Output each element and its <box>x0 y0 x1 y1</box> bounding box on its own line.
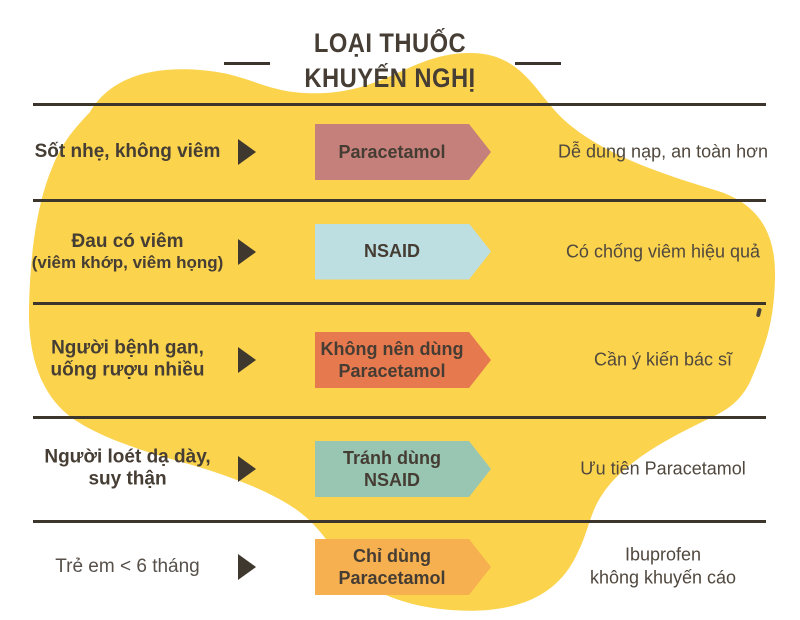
drug-tag-text: Tránh dùng NSAID <box>343 447 441 491</box>
recommendation-note: Ibuprofen không khuyến cáo <box>538 544 788 591</box>
table-row: Sốt nhẹ, không viêm Paracetamol Dễ dung … <box>0 104 800 200</box>
arrow-right-icon <box>238 554 256 580</box>
drug-tag-text: Chỉ dùng <box>353 545 431 566</box>
page-title-line2: KHUYẾN NGHỊ <box>304 63 476 93</box>
drug-tag: NSAID <box>315 223 491 280</box>
recommendation-note: Cần ý kiến bác sĩ <box>538 348 788 371</box>
condition-text: Người bệnh gan, <box>51 337 204 359</box>
note-text: Ưu tiên Paracetamol <box>580 458 746 479</box>
note-text2: không khuyến cáo <box>589 568 737 588</box>
arrow-right-icon <box>238 238 256 265</box>
page-title: LOẠI THUỐC KHUYẾN NGHỊ <box>258 26 522 96</box>
drug-tag-text: NSAID <box>363 241 420 262</box>
drug-tag: Chỉ dùng Paracetamol <box>315 539 491 595</box>
condition-label: Người loét dạ dày, suy thận <box>20 447 235 492</box>
condition-label: Người bệnh gan, uống rượu nhiều <box>20 338 235 383</box>
row-divider <box>33 302 766 305</box>
ink-speck <box>756 308 762 317</box>
condition-text: Đau có viêm <box>71 230 184 252</box>
note-text: Cần ý kiến bác sĩ <box>593 349 733 370</box>
condition-subtext: (viêm khớp, viêm họng) <box>31 252 224 272</box>
condition-label: Trẻ em < 6 tháng <box>20 556 235 578</box>
table-row: Người loét dạ dày, suy thận Tránh dùng N… <box>0 417 800 521</box>
drug-tag: Paracetamol <box>315 124 491 180</box>
blob-shape <box>28 52 776 611</box>
table-row: Trẻ em < 6 tháng Chỉ dùng Paracetamol Ib… <box>0 521 800 613</box>
condition-text2: suy thận <box>88 469 167 490</box>
row-divider <box>33 103 766 106</box>
page-title-line1: LOẠI THUỐC <box>313 28 467 58</box>
arrow-right-icon <box>238 347 256 373</box>
condition-text2: uống rượu nhiều <box>50 360 205 381</box>
arrow-right-icon <box>238 456 256 482</box>
condition-label: Đau có viêm (viêm khớp, viêm họng) <box>20 230 235 272</box>
recommendation-note: Dễ dung nạp, an toàn hơn <box>538 140 788 163</box>
note-text: Ibuprofen <box>624 544 702 565</box>
row-divider <box>33 199 766 202</box>
drug-tag-text: Paracetamol <box>338 141 446 162</box>
drug-tag: Tránh dùng NSAID <box>315 441 491 497</box>
drug-tag: Không nên dùng Paracetamol <box>315 332 491 388</box>
condition-text: Người loét dạ dày, <box>44 446 211 468</box>
title-dash-right <box>515 62 561 65</box>
condition-text: Trẻ em < 6 tháng <box>55 555 200 577</box>
recommendation-note: Có chống viêm hiệu quả <box>538 240 788 263</box>
recommendation-note: Ưu tiên Paracetamol <box>538 457 788 480</box>
drug-tag-text2: Paracetamol <box>338 568 446 588</box>
condition-text: Sốt nhẹ, không viêm <box>34 140 221 162</box>
title-dash-left <box>224 62 270 65</box>
table-row: Người bệnh gan, uống rượu nhiều Không nê… <box>0 303 800 417</box>
drug-tag-text2: Paracetamol <box>338 361 446 381</box>
row-divider <box>33 416 766 419</box>
table-row: Đau có viêm (viêm khớp, viêm họng) NSAID… <box>0 200 800 303</box>
note-text: Dễ dung nạp, an toàn hơn <box>558 141 768 162</box>
condition-label: Sốt nhẹ, không viêm <box>20 141 235 163</box>
note-text: Có chống viêm hiệu quả <box>565 240 761 261</box>
row-divider <box>33 520 766 523</box>
arrow-right-icon <box>238 139 256 165</box>
drug-tag-text: Không nên dùng <box>320 338 464 359</box>
